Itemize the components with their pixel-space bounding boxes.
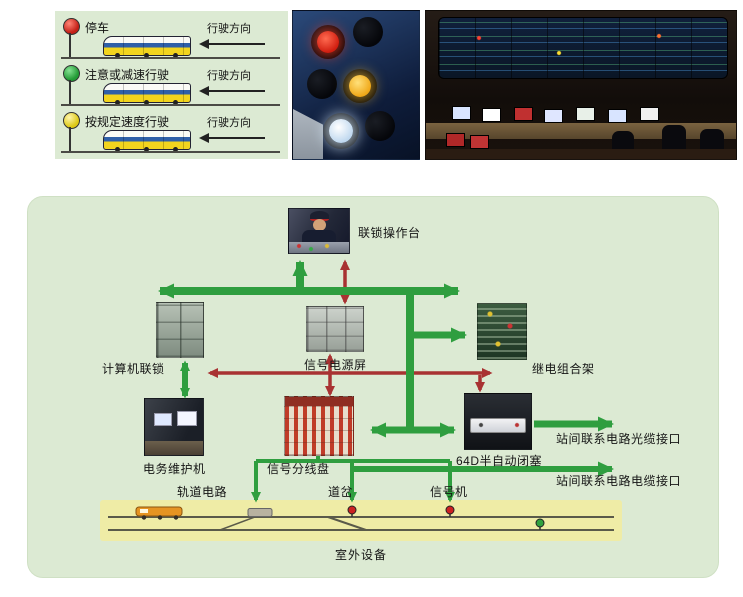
- legend-row-stop: 停车 行驶方向: [55, 16, 288, 62]
- train-icon: [103, 130, 191, 152]
- outdoor-title: 室外设备: [334, 548, 387, 562]
- monitor: [608, 109, 627, 123]
- monitor: [177, 411, 197, 426]
- monitor: [640, 107, 659, 121]
- monitor: [446, 133, 465, 147]
- monitor: [514, 107, 533, 121]
- floor: [426, 149, 736, 159]
- power-screen-label: 信号电源屏: [304, 358, 367, 372]
- monitor: [452, 106, 471, 120]
- signal-hood: [307, 69, 337, 99]
- turnout-track: [327, 516, 367, 531]
- signal-power-screen-photo: [306, 306, 364, 352]
- control-room-photo: [425, 10, 737, 160]
- computer-interlocking-label: 计算机联锁: [102, 362, 165, 376]
- signal-pole: [69, 127, 71, 151]
- panel-top-band: [285, 397, 353, 406]
- outdoor-track-schematic: [108, 505, 614, 531]
- cable-interface-label: 站间联系电路电缆接口: [556, 474, 682, 488]
- track-line: [61, 57, 280, 59]
- legend-row-caution: 注意或减速行驶 行驶方向: [55, 63, 288, 109]
- operator-body: [302, 230, 336, 245]
- distribution-panel-photo: [284, 396, 354, 456]
- block-device-label: 64D半自动闭塞: [456, 454, 543, 468]
- maintenance-machine-photo: [144, 398, 204, 456]
- turnout-label: 道岔: [328, 485, 354, 499]
- direction-label: 行驶方向: [207, 117, 251, 129]
- outdoor-equipment-band: [100, 500, 622, 541]
- interlocking-console-photo: [288, 208, 350, 254]
- building-corner: [293, 109, 323, 159]
- relay-rack-label: 继电组合架: [532, 362, 595, 376]
- left-arrow-icon: [199, 86, 265, 96]
- aspect-label: 注意或减速行驶: [85, 68, 170, 82]
- signal-aspect-legend-panel: 停车 行驶方向 注意或减速行驶 行驶方向 按规定速度行驶: [55, 11, 288, 159]
- distribution-label: 信号分线盘: [267, 462, 330, 476]
- signal-pole: [69, 33, 71, 57]
- direction-label: 行驶方向: [207, 23, 251, 35]
- monitor: [154, 413, 172, 426]
- monitor: [470, 135, 489, 149]
- signal-pole: [69, 80, 71, 104]
- aspect-label: 停车: [85, 21, 110, 35]
- maintenance-label: 电务维护机: [143, 462, 206, 476]
- monitor: [544, 109, 563, 123]
- green-signal-icon: [63, 65, 80, 82]
- monitor: [576, 107, 595, 121]
- signal-hood: [365, 111, 395, 141]
- yellow-signal-icon: [63, 112, 80, 129]
- block-device-unit: [470, 418, 526, 433]
- console-desk-row: [426, 123, 736, 139]
- video-wall: [438, 17, 728, 79]
- direction-label: 行驶方向: [207, 70, 251, 82]
- outdoor-car-icon: [247, 508, 273, 517]
- console-desk: [289, 242, 349, 253]
- signal-lights-photo: [292, 10, 420, 160]
- aspect-label: 按规定速度行驶: [85, 115, 170, 129]
- green-signal-icon: [535, 518, 545, 530]
- left-arrow-icon: [199, 39, 265, 49]
- desk: [145, 441, 203, 455]
- block-device-photo: [464, 393, 532, 450]
- computer-interlocking-photo: [156, 302, 204, 358]
- optical-interface-label: 站间联系电路光缆接口: [556, 432, 682, 446]
- operator-head: [313, 219, 326, 231]
- outdoor-train-icon: [135, 506, 183, 520]
- legend-row-speed: 按规定速度行驶 行驶方向: [55, 110, 288, 156]
- left-arrow-icon: [199, 133, 265, 143]
- monitor: [482, 108, 501, 122]
- signal-hood: [353, 17, 383, 47]
- yellow-lamp-icon: [349, 75, 371, 97]
- red-lamp-icon: [317, 31, 339, 53]
- relay-rack-photo: [477, 303, 527, 360]
- red-signal-icon: [445, 505, 455, 517]
- white-lamp-icon: [329, 119, 353, 143]
- console-label: 联锁操作台: [358, 226, 421, 240]
- track-line: [61, 151, 280, 153]
- train-icon: [103, 36, 191, 58]
- train-icon: [103, 83, 191, 105]
- red-signal-icon: [63, 18, 80, 35]
- signal-machine-label: 信号机: [430, 485, 468, 499]
- track-circuit-label: 轨道电路: [177, 485, 228, 499]
- red-signal-icon: [347, 505, 357, 517]
- track-line: [61, 104, 280, 106]
